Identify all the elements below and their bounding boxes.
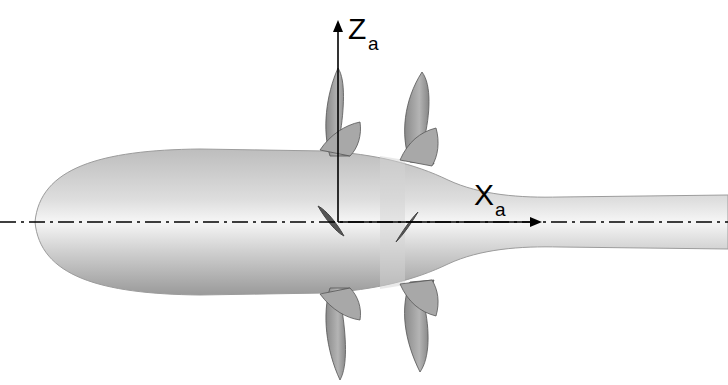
- axis-label: X: [474, 180, 494, 210]
- axis-subscript: a: [495, 200, 506, 219]
- axis-subscript: a: [368, 34, 379, 53]
- axis-label: Z: [348, 14, 366, 44]
